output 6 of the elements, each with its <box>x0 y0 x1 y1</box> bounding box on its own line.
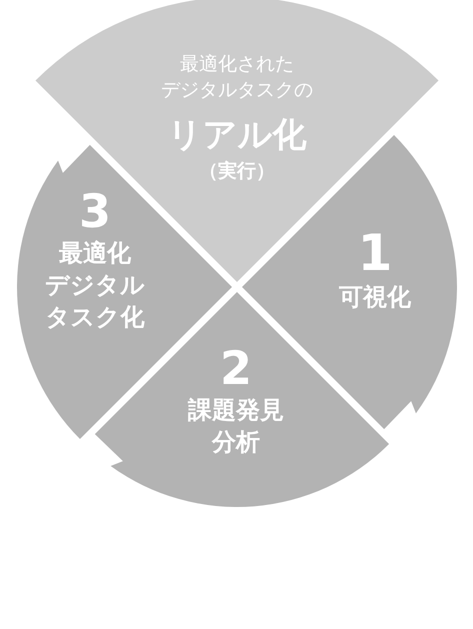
step-number: 1 <box>358 226 392 281</box>
sector-label: 可視化 <box>339 282 411 313</box>
step-number: 3 <box>78 186 111 237</box>
sector-label: 最適化デジタルタスク化 <box>45 238 145 334</box>
sector-label: 課題発見分析 <box>188 394 284 458</box>
step-number: 2 <box>220 343 252 394</box>
